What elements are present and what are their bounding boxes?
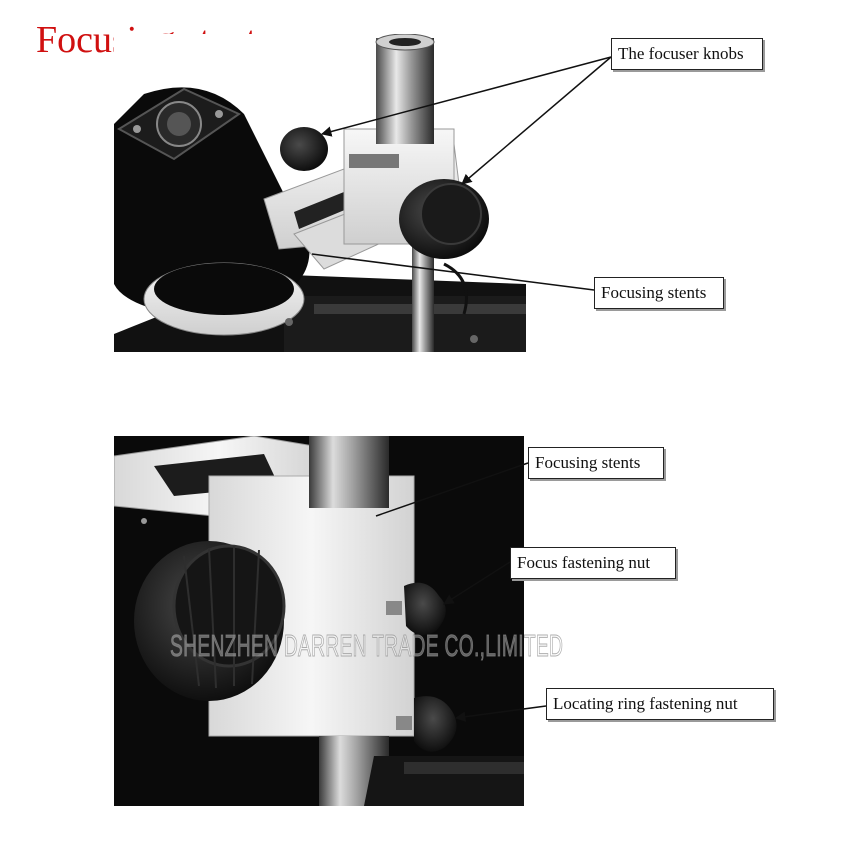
microscope-head-photo bbox=[114, 34, 526, 352]
leader-focuser-knob-left bbox=[320, 56, 612, 137]
focus-block-photo bbox=[114, 436, 524, 806]
callout-focusing-stents-top: Focusing stents bbox=[594, 277, 724, 309]
leader-focusing-stents-bottom bbox=[375, 462, 529, 517]
leader-focus-nut bbox=[443, 561, 511, 605]
callout-focusing-stents-bottom: Focusing stents bbox=[528, 447, 664, 479]
callout-focuser-knobs: The focuser knobs bbox=[611, 38, 763, 70]
leader-locating-nut bbox=[454, 705, 547, 722]
leader-focuser-knob-right bbox=[461, 56, 612, 185]
leader-focusing-stents-top bbox=[311, 253, 595, 291]
callout-focus-fastening-nut: Focus fastening nut bbox=[510, 547, 676, 579]
callout-locating-ring-fastening-nut: Locating ring fastening nut bbox=[546, 688, 774, 720]
watermark: SHENZHEN DARREN TRADE CO.,LIMITED bbox=[170, 628, 564, 664]
